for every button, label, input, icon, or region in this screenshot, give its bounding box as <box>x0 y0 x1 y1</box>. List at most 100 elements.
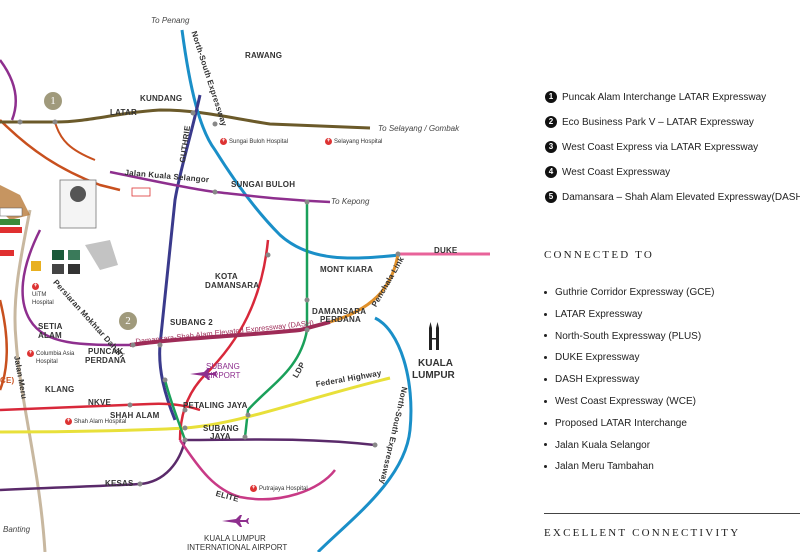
bullet-icon <box>544 356 547 360</box>
excellent-connectivity-heading: EXCELLENT CONNECTIVITY <box>544 527 741 539</box>
list-item: North-South Expressway (PLUS) <box>544 331 714 353</box>
road-wce-partial: CE) <box>0 376 15 385</box>
area-rawang: RAWANG <box>245 51 283 60</box>
north-south-south <box>316 316 413 552</box>
direction-penang: To Penang <box>151 16 190 25</box>
area-kl-2: LUMPUR <box>412 370 455 381</box>
kesas-road <box>0 439 187 492</box>
area-kundang: KUNDANG <box>140 94 183 103</box>
area-kl-1: KUALA <box>418 358 453 369</box>
number-badge: 2 <box>545 116 557 129</box>
subang-jaya-road <box>184 438 376 447</box>
nkve-road <box>0 402 201 412</box>
list-item: West Coast Expressway (WCE) <box>544 396 714 418</box>
list-item: Jalan Kuala Selangor <box>544 440 714 462</box>
area-klia-2: INTERNATIONAL AIRPORT <box>187 543 288 552</box>
bullet-icon <box>544 290 547 294</box>
hospital-putrajaya: +Putrajaya Hospital <box>250 485 308 493</box>
map-badge-1: 1 <box>44 92 62 110</box>
area-setia-alam-1: SETIA <box>38 322 63 331</box>
list-item: Proposed LATAR Interchange <box>544 418 714 440</box>
area-puncak-perdana-2: PERDANA <box>85 356 126 365</box>
bullet-icon <box>544 312 547 316</box>
north-south-north <box>180 29 401 260</box>
penchala-road <box>329 253 400 324</box>
guthrie-road <box>158 94 202 421</box>
bullet-icon <box>544 334 547 338</box>
connected-list: Guthrie Corridor Expressway (GCE) LATAR … <box>544 287 714 483</box>
area-kota-damansara-2: DAMANSARA <box>205 281 260 290</box>
hospital-icon: + <box>32 283 39 290</box>
road-nkve: NKVE <box>88 398 112 407</box>
petronas-towers-icon <box>429 322 439 350</box>
jalan-meru-road <box>13 209 47 552</box>
junction-dots <box>17 110 401 487</box>
wce-road <box>0 119 121 192</box>
list-item: DASH Expressway <box>544 374 714 396</box>
kuala-selangor-west <box>0 59 18 121</box>
area-subang-airport-1: SUBANG <box>206 362 240 371</box>
area-damansara-perdana-2: PERDANA <box>320 315 361 324</box>
area-setia-alam-2: ALAM <box>38 331 62 340</box>
purple-left-curve <box>21 229 131 347</box>
section-divider <box>544 513 800 514</box>
area-klang: KLANG <box>45 385 75 394</box>
area-mont-kiara: MONT KIARA <box>320 265 374 274</box>
bullet-icon <box>544 399 547 403</box>
area-subang-jaya-1: SUBANG <box>203 424 239 433</box>
number-badge: 3 <box>545 141 557 154</box>
area-klia-1: KUALA LUMPUR <box>204 534 266 543</box>
connectivity-map: To Penang To Selayang / Gombak To Kepong… <box>0 16 490 552</box>
direction-selayang: To Selayang / Gombak <box>378 124 460 133</box>
road-latar: LATAR <box>110 108 137 117</box>
direction-kepong: To Kepong <box>331 197 370 206</box>
number-badge: 5 <box>545 191 557 204</box>
area-damansara-perdana-1: DAMANSARA <box>312 307 367 316</box>
area-sungai-buloh: SUNGAI BULOH <box>231 180 296 189</box>
number-badge: 4 <box>545 166 557 179</box>
list-item: LATAR Expressway <box>544 309 714 331</box>
list-item: DUKE Expressway <box>544 352 714 374</box>
area-subang-airport-2: AIRPORT <box>205 371 241 380</box>
bullet-icon <box>544 465 547 469</box>
area-shah-alam: SHAH ALAM <box>110 411 160 420</box>
area-subang-jaya-2: JAYA <box>210 432 231 441</box>
hospital-selayang: +Selayang Hospital <box>325 138 383 146</box>
road-duke: DUKE <box>434 246 458 255</box>
hospital-icon: + <box>65 418 72 425</box>
area-subang2: SUBANG 2 <box>170 318 213 327</box>
hospital-icon: + <box>325 138 332 145</box>
area-kota-damansara-1: KOTA <box>215 272 238 281</box>
hospital-icon: + <box>27 350 34 357</box>
ldp-road <box>243 202 309 438</box>
area-puncak-perdana-1: PUNCAK <box>88 347 124 356</box>
airplane-icon-klia <box>222 515 249 527</box>
road-kesas: KESAS <box>105 479 134 488</box>
map-badge-2: 2 <box>119 312 137 330</box>
land-patch-grey <box>85 240 118 270</box>
bullet-icon <box>544 421 547 425</box>
hospital-shah-alam: +Shah Alam Hospital <box>65 418 127 426</box>
list-item: Guthrie Corridor Expressway (GCE) <box>544 287 714 309</box>
hospital-icon: + <box>250 485 257 492</box>
latar-road <box>0 108 371 130</box>
wce-road-lower <box>0 299 8 391</box>
area-petaling-jaya: PETALING JAYA <box>183 401 248 410</box>
pj-link <box>163 379 187 441</box>
store-logos <box>0 179 151 274</box>
direction-banting: Banting <box>3 525 31 534</box>
hospital-icon: + <box>220 138 227 145</box>
bullet-icon <box>544 443 547 447</box>
road-network <box>0 29 490 552</box>
number-badge: 1 <box>545 91 557 104</box>
bullet-icon <box>544 378 547 382</box>
latar-spur <box>54 121 96 161</box>
